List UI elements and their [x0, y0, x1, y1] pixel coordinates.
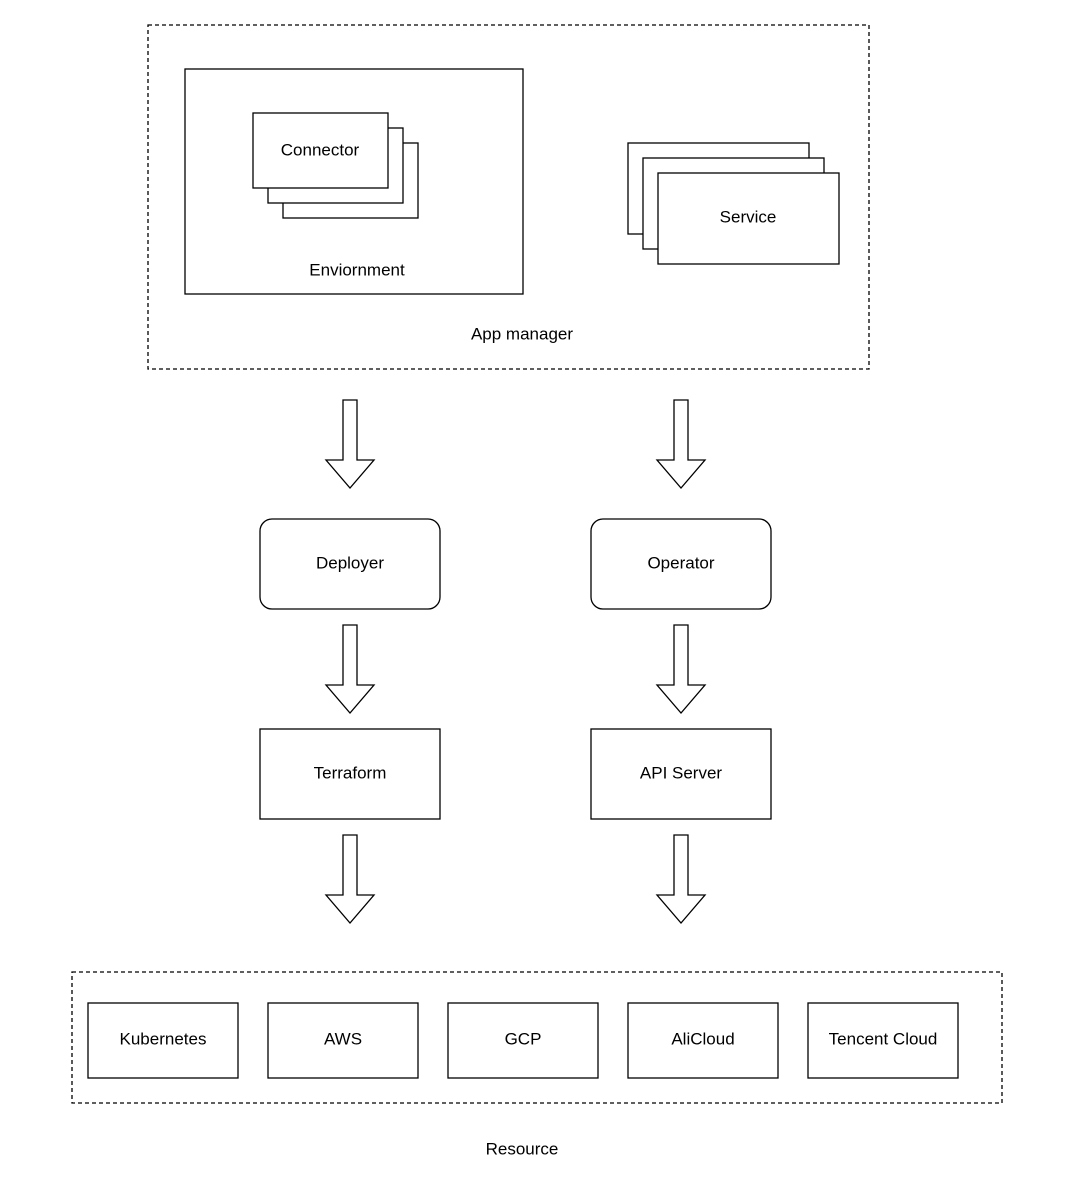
arrow-down-icon: [655, 624, 707, 714]
resource-item-label: Kubernetes: [120, 1029, 207, 1048]
operator-box: [590, 518, 772, 610]
resource-item-label: Tencent Cloud: [829, 1029, 938, 1048]
terraform-box: [259, 728, 441, 820]
service-label: Service: [720, 207, 777, 226]
resource-item: Tencent Cloud: [807, 1002, 959, 1079]
deployer-box: [259, 518, 441, 610]
terraform-label: Terraform: [314, 763, 387, 782]
arrow-down-icon: [655, 399, 707, 489]
service-box: [657, 172, 840, 265]
arrow-down-icon: [324, 399, 376, 489]
resource-item-box: [807, 1002, 959, 1079]
operator-label: Operator: [647, 553, 714, 572]
deployer-label: Deployer: [316, 553, 384, 572]
resource-item: AWS: [267, 1002, 419, 1079]
arrow-down-icon: [324, 624, 376, 714]
resource-item: AliCloud: [627, 1002, 779, 1079]
connector-label: Connector: [281, 140, 360, 159]
resource-label: Resource: [486, 1139, 559, 1158]
api-server-label: API Server: [640, 763, 723, 782]
deployer-node: Deployer: [259, 518, 441, 610]
connector-stack: Connector: [252, 112, 419, 219]
resource-item-box: [87, 1002, 239, 1079]
app-manager-group: Connector Enviornment Service App manage…: [147, 24, 870, 370]
resource-item: Kubernetes: [87, 1002, 239, 1079]
operator-node: Operator: [590, 518, 772, 610]
resource-item: GCP: [447, 1002, 599, 1079]
arrow-down-icon: [324, 834, 376, 924]
api-server-box: [590, 728, 772, 820]
resource-item-label: AWS: [324, 1029, 362, 1048]
resource-item-box: [267, 1002, 419, 1079]
resource-group: Kubernetes AWS GCP AliCloud Tencent Clou…: [71, 971, 1003, 1104]
resource-item-label: AliCloud: [671, 1029, 734, 1048]
arrow-down-icon: [655, 834, 707, 924]
connector-box: [252, 112, 389, 189]
resource-item-box: [447, 1002, 599, 1079]
environment-group: Connector Enviornment: [184, 68, 524, 295]
api-server-node: API Server: [590, 728, 772, 820]
resource-item-label: GCP: [505, 1029, 542, 1048]
terraform-node: Terraform: [259, 728, 441, 820]
app-manager-label: App manager: [471, 324, 573, 343]
service-stack: Service: [627, 142, 840, 265]
environment-label: Enviornment: [309, 260, 405, 279]
resource-item-box: [627, 1002, 779, 1079]
